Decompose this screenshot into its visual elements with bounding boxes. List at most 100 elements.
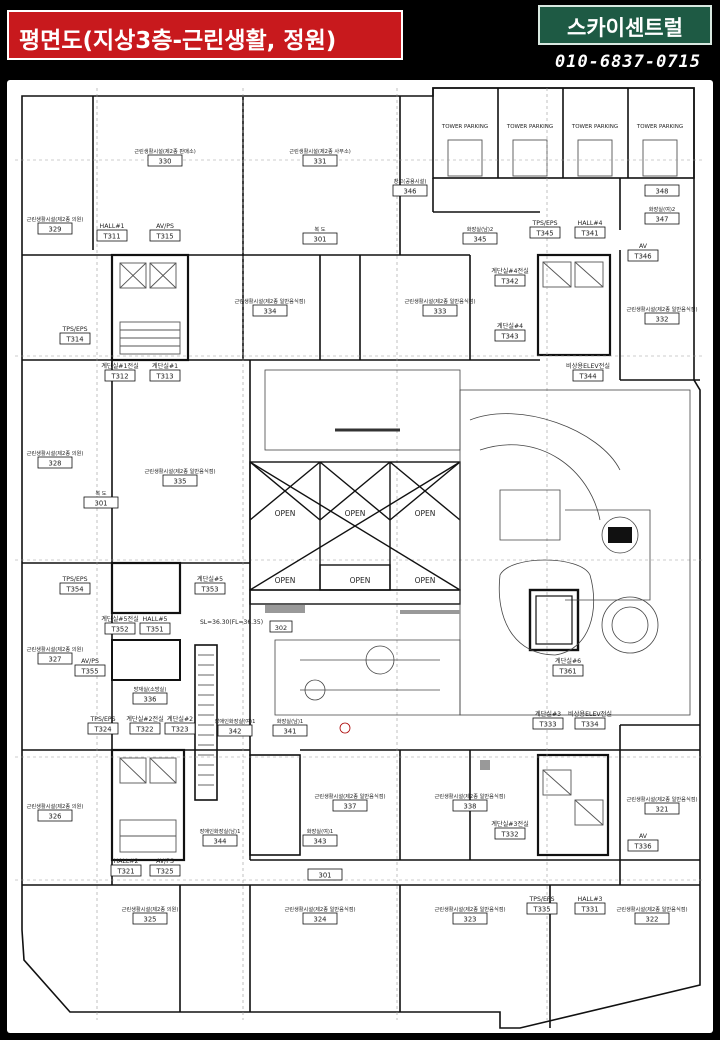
room-r331: 근린생활시설(제2종 사무소)331 bbox=[289, 147, 351, 167]
room-r332: 근린생활시설(제2종 일반음식점)332 bbox=[626, 305, 698, 325]
r328-number: 328 bbox=[49, 460, 62, 468]
r347-number-box bbox=[644, 212, 680, 225]
r336-name: 방재실(소방실) bbox=[134, 685, 167, 693]
t324-number-box bbox=[87, 722, 119, 735]
r328-name: 근린생활시설(제2종 의원) bbox=[27, 449, 84, 457]
t333-name: 계단실#3 bbox=[535, 710, 561, 718]
r341-number-box bbox=[272, 724, 308, 737]
r336-number-box bbox=[132, 692, 168, 705]
t346-number-box bbox=[627, 249, 659, 262]
r323-name: 근린생활시설(제2종 일반음식점) bbox=[434, 905, 505, 913]
room-r334: 근린생활시설(제2종 일반음식점)334 bbox=[234, 297, 306, 317]
t346-name: AV bbox=[639, 243, 648, 250]
r342-number-box bbox=[217, 724, 253, 737]
t351-name: HALL#5 bbox=[143, 616, 168, 623]
r337-number: 337 bbox=[344, 803, 357, 811]
t314-number: T314 bbox=[65, 336, 83, 344]
t333-number-box bbox=[532, 717, 564, 730]
room-r336: 방재실(소방실)336 bbox=[132, 685, 168, 705]
t314-name: TPS/EPS bbox=[61, 326, 87, 333]
level-note: SL=36.30(FL=36.35) bbox=[200, 619, 263, 626]
open-label-3: OPEN bbox=[415, 509, 436, 518]
t334-number-box bbox=[574, 717, 606, 730]
t351-number-box bbox=[139, 622, 171, 635]
t311-number-box bbox=[96, 229, 128, 242]
r344-number-box bbox=[202, 834, 238, 847]
r331-name: 근린생활시설(제2종 사무소) bbox=[289, 147, 351, 155]
t353-number-box bbox=[194, 582, 226, 595]
r321-number: 321 bbox=[656, 806, 669, 814]
r337-number-box bbox=[332, 799, 368, 812]
r345-number-box bbox=[462, 232, 498, 245]
c301b-name: 복 도 bbox=[95, 490, 106, 497]
t335-number: T335 bbox=[532, 906, 550, 914]
room-r324: 근린생활시설(제2종 일반음식점)324 bbox=[284, 905, 356, 925]
r345-name: 화장실(남)2 bbox=[467, 225, 493, 233]
r325-name: 근린생활시설(제2종 의원) bbox=[122, 905, 179, 913]
t311-number: T311 bbox=[102, 233, 120, 241]
t333-number: T333 bbox=[538, 721, 556, 729]
tower-parking-label-3: TOWER PARKING bbox=[571, 124, 618, 130]
open-label-6: OPEN bbox=[415, 576, 436, 585]
t334-name: 비상용ELEV전실 bbox=[568, 710, 612, 718]
t355-number: T355 bbox=[80, 668, 98, 676]
c301a-number: 301 bbox=[314, 236, 327, 244]
room-r328: 근린생활시설(제2종 의원) 328 bbox=[27, 449, 84, 469]
t344-name: 비상용ELEV전실 bbox=[566, 362, 610, 370]
t321-number-box bbox=[110, 864, 142, 877]
t312-number-box bbox=[104, 369, 136, 382]
c301b-number: 301 bbox=[95, 500, 108, 508]
t325-name: AV/PS bbox=[156, 858, 174, 865]
r346-number: 346 bbox=[404, 188, 417, 196]
r328-number-box bbox=[37, 456, 73, 469]
room-r338: 근린생활시설(제2종 일반음식점)338 bbox=[434, 792, 506, 812]
r322-number-box bbox=[634, 912, 670, 925]
r344-name: 장애인화장실(남)1 bbox=[200, 827, 241, 835]
r327-name: 근린생활시설(제2종 의원) bbox=[27, 645, 84, 653]
r346-name: 창고(공용시설) bbox=[394, 177, 427, 185]
corridor-c301c: 301 bbox=[307, 868, 343, 881]
t313-number-box bbox=[149, 369, 181, 382]
r322-number: 322 bbox=[646, 916, 659, 924]
r335-number: 335 bbox=[174, 478, 187, 486]
t353-name: 계단실#5 bbox=[197, 575, 223, 583]
r343-name: 화장실(여)1 bbox=[307, 827, 333, 835]
t361-number-box bbox=[552, 664, 584, 677]
t331-name: HALL#3 bbox=[578, 896, 603, 903]
t336-number-box bbox=[627, 839, 659, 852]
t345-number: T345 bbox=[535, 230, 553, 238]
r334-number: 334 bbox=[264, 308, 277, 316]
t354-name: TPS/EPS bbox=[61, 576, 87, 583]
t355-name: AV/PS bbox=[81, 658, 99, 665]
r325-number-box bbox=[132, 912, 168, 925]
r325-number: 325 bbox=[144, 916, 157, 924]
t322-name: 계단실#2전실 bbox=[126, 715, 164, 723]
r327-number-box bbox=[37, 652, 73, 665]
tower-parking-label-4: TOWER PARKING bbox=[636, 124, 683, 130]
r337-name: 근린생활시설(제2종 일반음식점) bbox=[314, 792, 385, 800]
t322-number: T322 bbox=[135, 726, 153, 734]
r338-number: 338 bbox=[464, 803, 477, 811]
t336-number: T336 bbox=[633, 843, 651, 851]
t311-name: HALL#1 bbox=[100, 223, 125, 230]
t313-number: T313 bbox=[155, 373, 173, 381]
room-r321: 근린생활시설(제2종 일반음식점)321 bbox=[626, 795, 698, 815]
r332-name: 근린생활시설(제2종 일반음식점) bbox=[626, 305, 697, 313]
